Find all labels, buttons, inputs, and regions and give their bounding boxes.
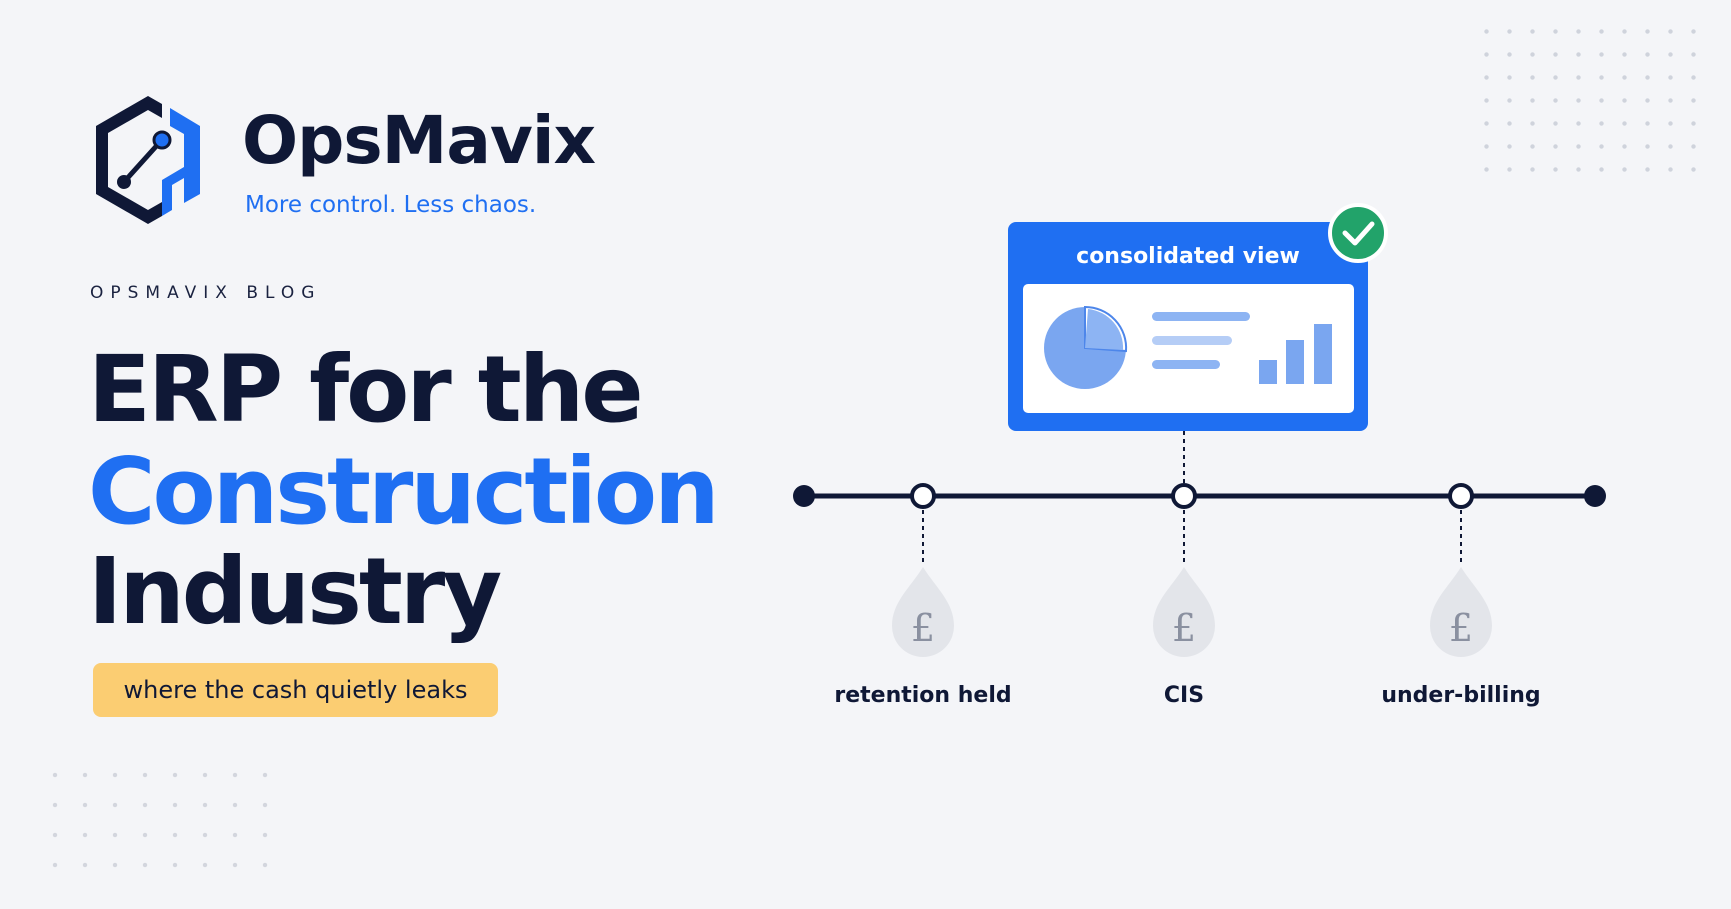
- brand-name: OpsMavix: [242, 102, 596, 179]
- brand-tagline: More control. Less chaos.: [245, 192, 537, 218]
- card-title: consolidated view: [1076, 244, 1300, 269]
- leak-label: CIS: [1164, 683, 1204, 708]
- leak-under-billing: £ under-billing: [1381, 510, 1541, 708]
- pound-symbol: £: [1172, 606, 1196, 650]
- timeline-start-node: [793, 485, 815, 507]
- timeline-node: [910, 483, 936, 509]
- headline-line-2-highlight: Construction: [88, 438, 720, 545]
- headline-line-3: Industry: [88, 538, 502, 645]
- pound-symbol: £: [1449, 606, 1473, 650]
- drop-icon: [1153, 567, 1215, 657]
- leak-retention-held: £ retention held: [834, 510, 1012, 708]
- subtitle-pill: where the cash quietly leaks: [93, 663, 498, 717]
- opsmavix-logo-icon: [96, 96, 200, 224]
- cash-leak-timeline-illustration: consolidated view: [793, 203, 1606, 708]
- decorative-dot-grid-bottom-left: [40, 760, 270, 890]
- pie-chart-icon: [1044, 305, 1128, 389]
- timeline-end-node: [1584, 485, 1606, 507]
- decorative-dot-grid-top-right: [1475, 20, 1705, 190]
- drop-icon: [892, 567, 954, 657]
- check-circle-icon: [1328, 203, 1388, 263]
- text-lines-icon: [1152, 312, 1250, 369]
- bar-chart-icon: [1259, 324, 1332, 384]
- leak-label: under-billing: [1381, 683, 1540, 708]
- leak-cis: £ CIS: [1153, 510, 1215, 708]
- pound-symbol: £: [911, 606, 935, 650]
- drop-icon: [1430, 567, 1492, 657]
- leak-label: retention held: [834, 683, 1011, 708]
- timeline-node: [1448, 483, 1474, 509]
- timeline-node: [1171, 483, 1197, 509]
- blog-section-label: OPSMAVIX BLOG: [90, 283, 322, 303]
- timeline: [793, 483, 1606, 509]
- headline-line-1: ERP for the: [88, 336, 644, 443]
- consolidated-view-card: consolidated view: [1008, 222, 1368, 431]
